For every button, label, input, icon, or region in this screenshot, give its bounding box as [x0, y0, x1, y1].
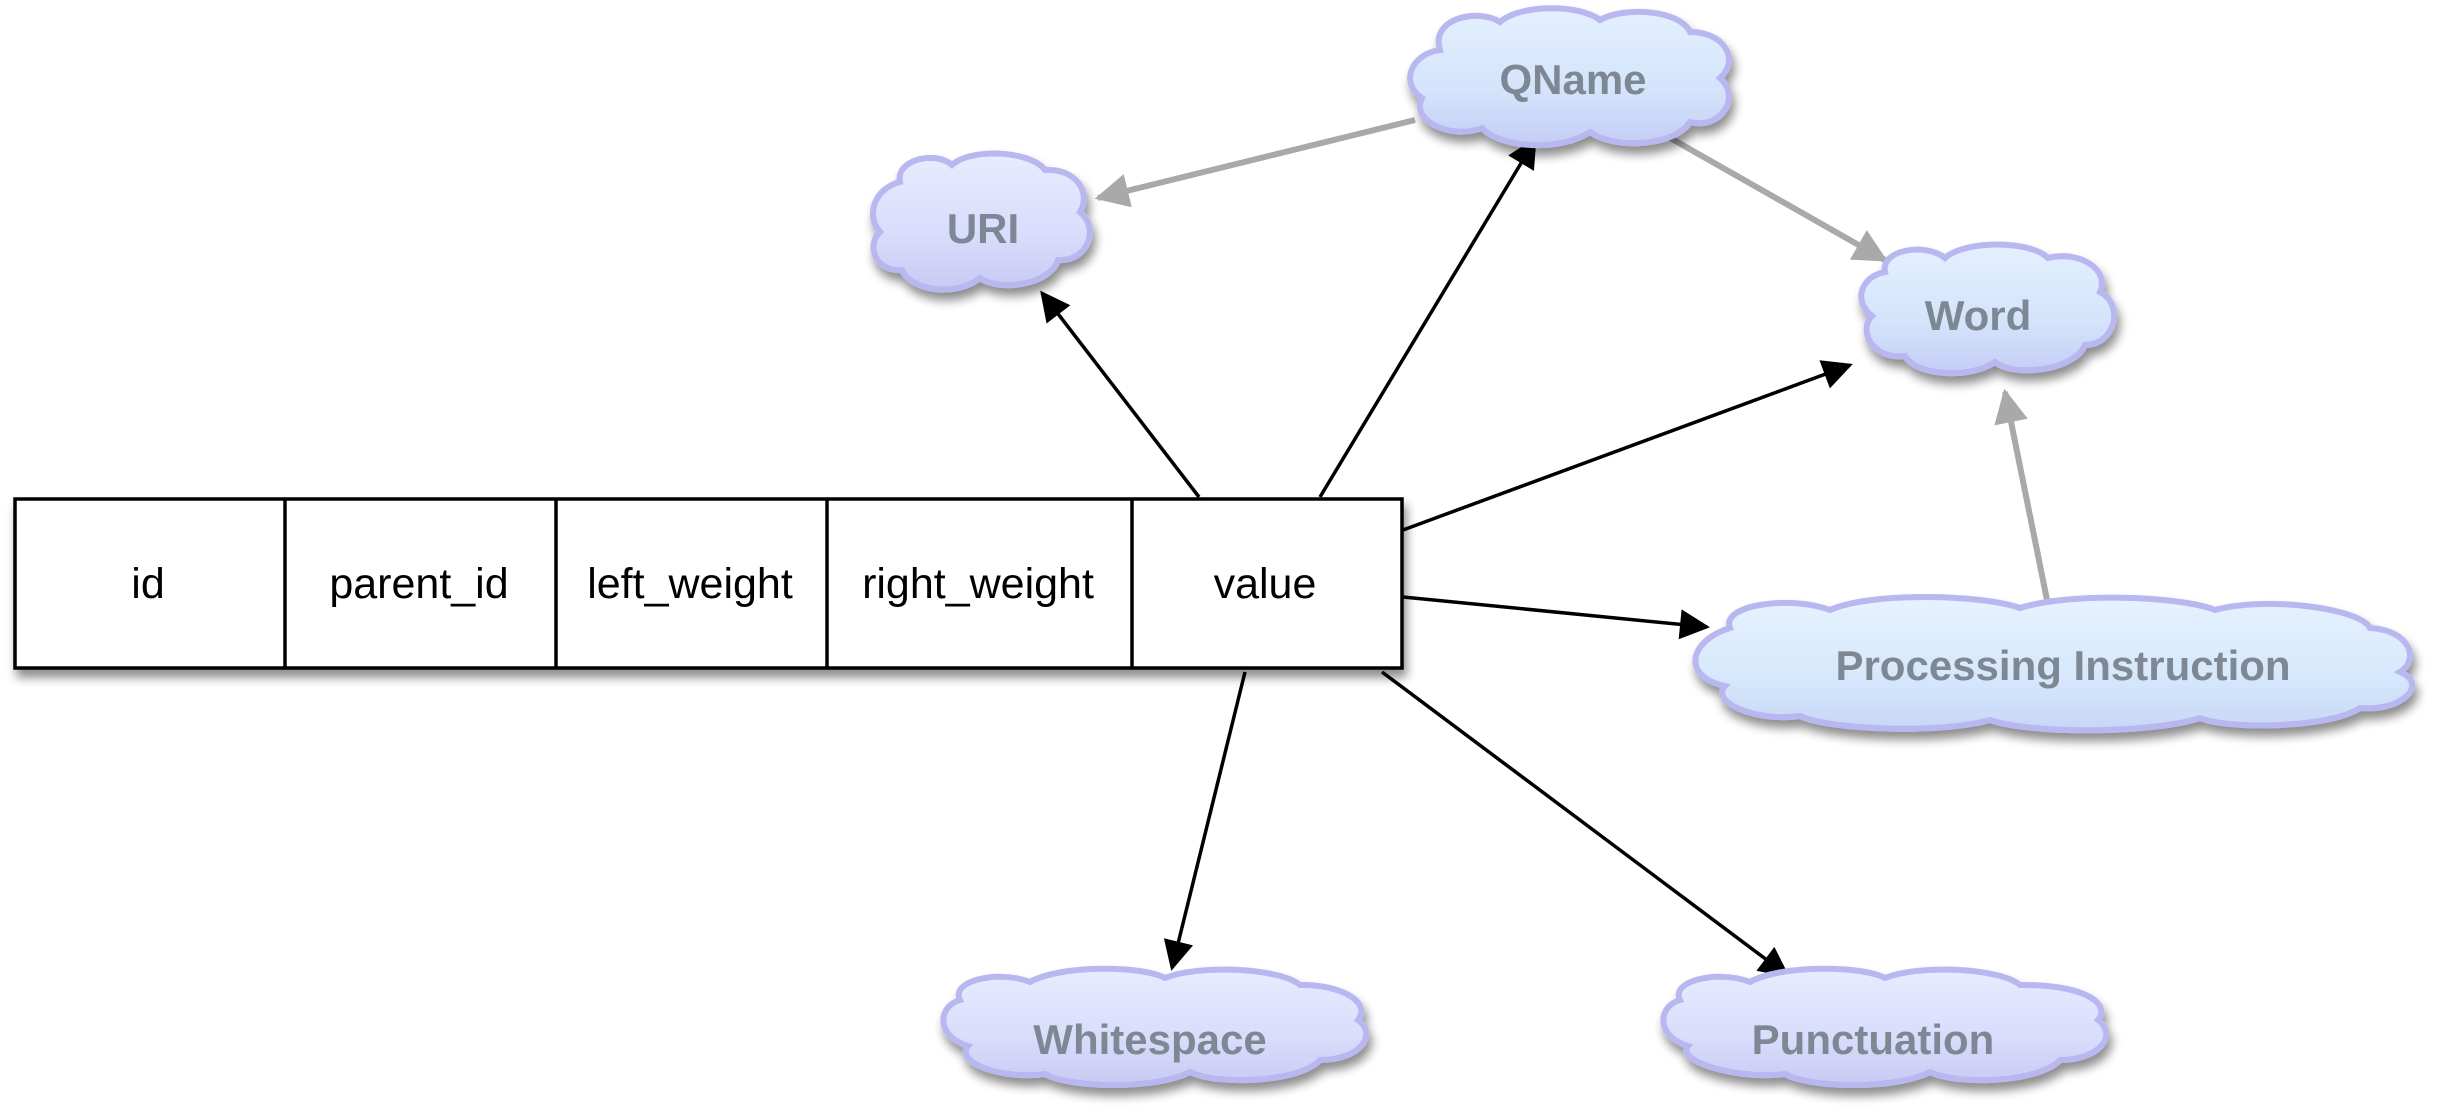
cloud-punctuation: Punctuation — [1660, 965, 2110, 1088]
arrow-value-to-punctuation — [1380, 670, 1790, 977]
cloud-uri: URI — [869, 150, 1093, 293]
cloud-word-label: Word — [1925, 292, 2032, 339]
cloud-processing-instruction-label: Processing Instruction — [1835, 642, 2290, 689]
arrow-value-to-uri — [1040, 290, 1201, 499]
cloud-uri-label: URI — [947, 205, 1019, 252]
arrow-value-to-processing-instruction — [1402, 595, 1710, 640]
arrow-value-to-whitespace — [1163, 671, 1247, 971]
cloud-processing-instruction: Processing Instruction — [1692, 594, 2416, 734]
cloud-whitespace-label: Whitespace — [1033, 1016, 1266, 1063]
record-table — [13, 497, 1404, 670]
edges — [1040, 117, 2050, 977]
cloud-word: Word — [1858, 241, 2118, 377]
cloud-qname-label: QName — [1499, 56, 1646, 103]
arrow-value-to-qname — [1318, 137, 1537, 498]
arrow-value-to-word — [1402, 360, 1853, 532]
record-table-labels: id parent_id left_weight right_weight va… — [131, 560, 1316, 608]
column-right-weight: right_weight — [862, 560, 1094, 608]
column-left-weight: left_weight — [587, 560, 793, 608]
arrow-processing-instruction-to-word — [1994, 388, 2050, 601]
arrow-qname-to-uri — [1094, 117, 1416, 208]
cloud-qname: QName — [1407, 5, 1732, 149]
cloud-whitespace: Whitespace — [940, 965, 1370, 1088]
cloud-punctuation-label: Punctuation — [1752, 1016, 1995, 1063]
column-parent-id: parent_id — [329, 560, 508, 608]
column-id: id — [131, 560, 164, 608]
arrow-qname-to-word — [1663, 132, 1888, 263]
column-value: value — [1214, 560, 1317, 608]
